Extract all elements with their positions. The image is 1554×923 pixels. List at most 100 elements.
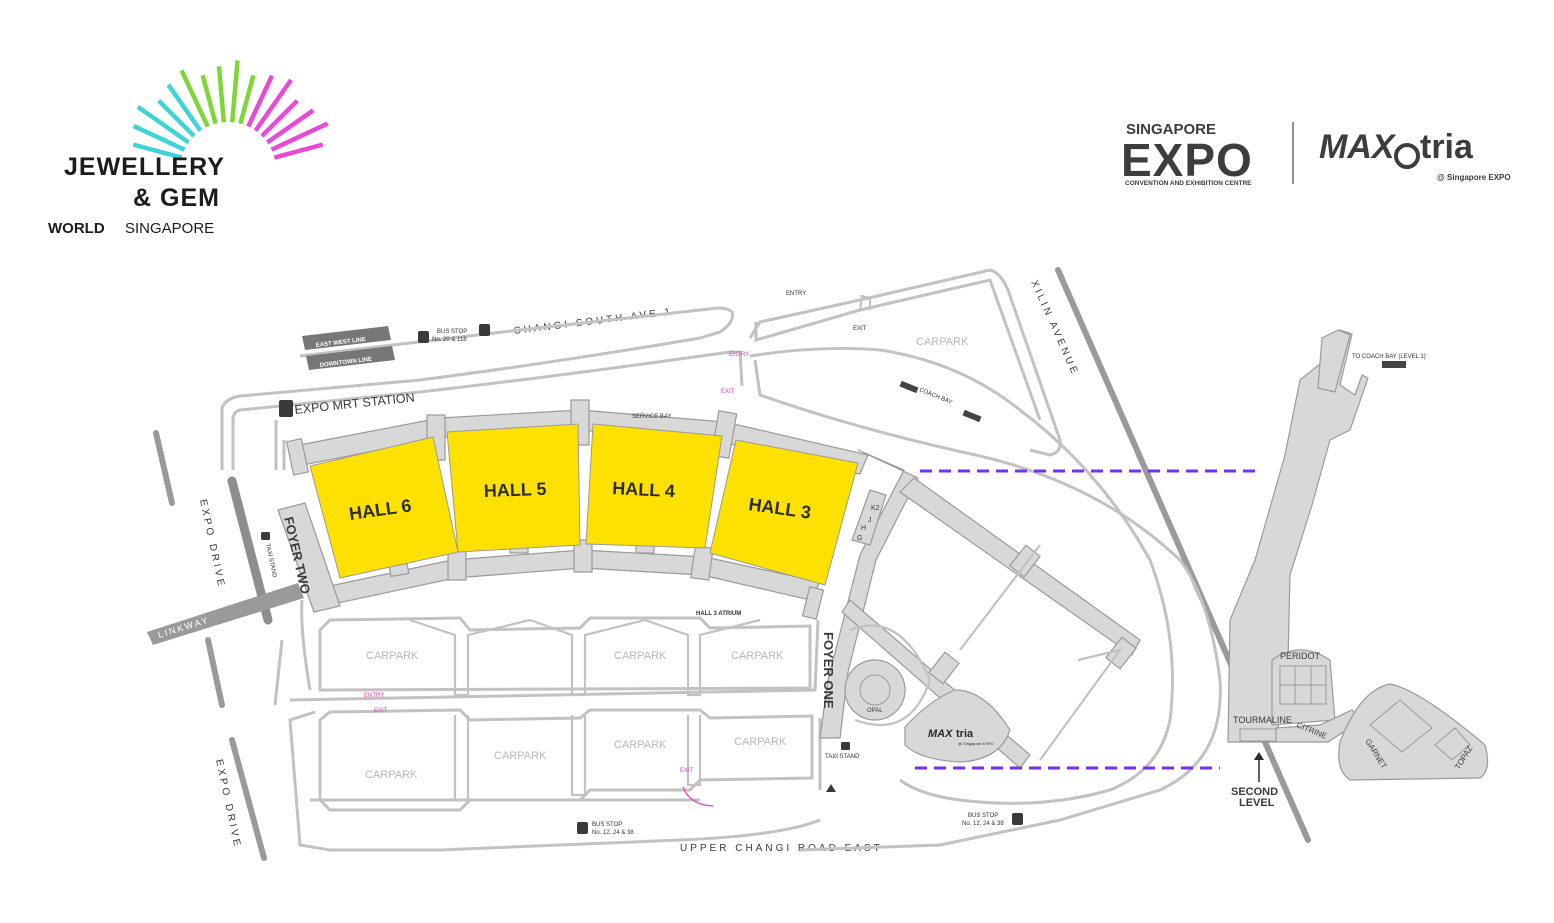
max-atria-block bbox=[904, 689, 1011, 763]
room-opal: OPAL bbox=[867, 708, 883, 714]
logo-ray bbox=[157, 99, 196, 138]
expo-logo-sub: CONVENTION AND EXHIBITION CENTRE bbox=[1125, 180, 1252, 187]
expo-logo-main: EXPO bbox=[1121, 134, 1253, 186]
foyer-one-label: FOYER ONE bbox=[821, 632, 836, 709]
bus-stop-top-label: BUS STOP bbox=[437, 329, 467, 335]
entry-label-carpark: ENTRY bbox=[786, 291, 806, 297]
hall-5[interactable] bbox=[446, 423, 581, 553]
hall3-atrium-label: HALL 3 ATRIUM bbox=[696, 611, 741, 617]
hall-5-label: HALL 5 bbox=[483, 479, 546, 501]
logo-ray bbox=[132, 142, 183, 160]
exit-label-carpark: EXIT bbox=[853, 326, 867, 332]
meeting-rooms-kjhg bbox=[851, 489, 887, 546]
to-coach-bay-label: TO COACH BAY (LEVEL 1) bbox=[1352, 354, 1426, 360]
logo-ray bbox=[216, 66, 227, 123]
bus-stop-br-numbers: No. 12, 24 & 38 bbox=[962, 821, 1004, 827]
logo-ray bbox=[179, 69, 210, 128]
coach-icon-level1 bbox=[1382, 361, 1406, 368]
carpark-label-4: CARPARK bbox=[494, 750, 547, 762]
logo-ray bbox=[270, 121, 329, 152]
max-logo-sub: @ Singapore EXPO bbox=[1437, 173, 1511, 182]
max-atria-logo: MAX tria @ Singapore EXPO bbox=[1319, 128, 1511, 182]
opal-room bbox=[844, 659, 906, 721]
room-peridot-area[interactable] bbox=[1271, 649, 1336, 726]
bus-stop-top-numbers: No. 20 & 118 bbox=[432, 337, 467, 343]
logo-rays bbox=[132, 60, 329, 160]
foyer-one-block bbox=[819, 449, 919, 739]
svg-text:MAX: MAX bbox=[928, 728, 953, 740]
exit-label-top: EXIT bbox=[721, 389, 735, 395]
mrt-station-label: EXPO MRT STATION bbox=[294, 390, 415, 417]
max-atria-second-level: PERIDOT TOURMALINE CITRINE GARNET TOPAZ … bbox=[1227, 329, 1489, 809]
north-arrow-marker bbox=[826, 784, 836, 792]
carpark-label-1: CARPARK bbox=[366, 650, 419, 662]
label-peridot: PERIDOT bbox=[1280, 651, 1321, 661]
carpark-label-3: CARPARK bbox=[731, 650, 784, 662]
logo-ray bbox=[260, 99, 299, 138]
hall-3[interactable] bbox=[709, 439, 859, 586]
logo-ray bbox=[238, 74, 256, 125]
taxi-stand-left-label: TAXI STAND bbox=[264, 543, 277, 579]
singapore-expo-logo: SINGAPORE EXPO CONVENTION AND EXHIBITION… bbox=[1121, 121, 1253, 187]
carpark-label-2: CARPARK bbox=[614, 650, 667, 662]
room-j: J bbox=[868, 517, 872, 524]
bus-icon-bottom-right bbox=[1012, 813, 1023, 825]
carpark-structure bbox=[318, 616, 814, 812]
hall-4[interactable] bbox=[585, 423, 723, 549]
expo-logo-top: SINGAPORE bbox=[1126, 121, 1216, 138]
bus-stop-br-label: BUS STOP bbox=[968, 813, 998, 819]
road-xilin-avenue: XILIN AVENUE bbox=[1028, 279, 1080, 378]
bus-icon-bottom-left bbox=[577, 822, 588, 834]
coach-icon-2 bbox=[962, 409, 982, 423]
logo-ray bbox=[266, 108, 315, 145]
road-upper-changi: UPPER CHANGI ROAD EAST bbox=[680, 843, 883, 854]
svg-text:@ Singapore EXPO: @ Singapore EXPO bbox=[958, 741, 994, 746]
label-tourmaline: TOURMALINE bbox=[1233, 715, 1292, 725]
service-bay-label: SERVICE BAY bbox=[632, 414, 671, 420]
max-atria-mini-logo: MAX tria @ Singapore EXPO bbox=[928, 728, 994, 746]
second-level-label-2: LEVEL bbox=[1239, 797, 1275, 809]
hall-4-label: HALL 4 bbox=[612, 478, 676, 501]
bus-icon-top-2 bbox=[479, 324, 490, 336]
taxi-icon-left bbox=[261, 532, 270, 540]
entry-label-top: ENTRY bbox=[729, 352, 749, 358]
coach-icon-1 bbox=[899, 380, 919, 394]
carpark-label-top: CARPARK bbox=[916, 336, 969, 348]
max-logo-a-mark bbox=[1394, 143, 1420, 169]
logo-ray bbox=[200, 74, 218, 125]
foyer-two-block bbox=[277, 502, 341, 613]
road-expo-drive-top: EXPO DRIVE bbox=[197, 498, 227, 589]
mrt-station-icon bbox=[279, 400, 293, 417]
coach-bay-label: COACH BAY bbox=[918, 387, 953, 406]
logo-line-2: & GEM bbox=[133, 184, 220, 212]
logo-line-3-regular: SINGAPORE bbox=[125, 220, 214, 237]
logo-ray bbox=[273, 142, 324, 160]
carpark-label-7: CARPARK bbox=[365, 769, 418, 781]
carpark-label-5: CARPARK bbox=[614, 739, 667, 751]
logo-ray bbox=[166, 83, 203, 132]
exit-label-carpark-left: EXIT bbox=[374, 708, 388, 714]
logo-ray bbox=[136, 105, 190, 145]
entry-label-carpark-left: ENTRY bbox=[364, 693, 384, 699]
bus-stop-bl-numbers: No. 12, 24 & 38 bbox=[592, 830, 634, 836]
taxi-icon-bottom bbox=[841, 742, 850, 750]
logo-ray bbox=[229, 60, 240, 123]
linkway-bridge bbox=[147, 583, 304, 645]
max-logo-part1: MAX bbox=[1319, 128, 1397, 166]
svg-text:tria: tria bbox=[956, 728, 974, 740]
logo-ray bbox=[246, 74, 274, 128]
room-h: H bbox=[861, 525, 866, 532]
carpark-label-6: CARPARK bbox=[734, 736, 787, 748]
second-level-label-1: SECOND bbox=[1231, 786, 1278, 798]
site-outline bbox=[220, 268, 1222, 852]
room-k2: K2 bbox=[871, 505, 880, 512]
exit-arrow-bottom bbox=[682, 786, 714, 807]
max-logo-part2: tria bbox=[1420, 128, 1474, 166]
logo-line-3-bold: WORLD bbox=[48, 220, 105, 237]
room-garnet-topaz-area[interactable] bbox=[1338, 683, 1489, 781]
bus-stop-bl-label: BUS STOP bbox=[592, 822, 622, 828]
logo-line-1: JEWELLERY bbox=[64, 153, 225, 181]
exit-label-bottom: EXIT bbox=[680, 768, 694, 774]
logo-ray bbox=[253, 78, 293, 132]
